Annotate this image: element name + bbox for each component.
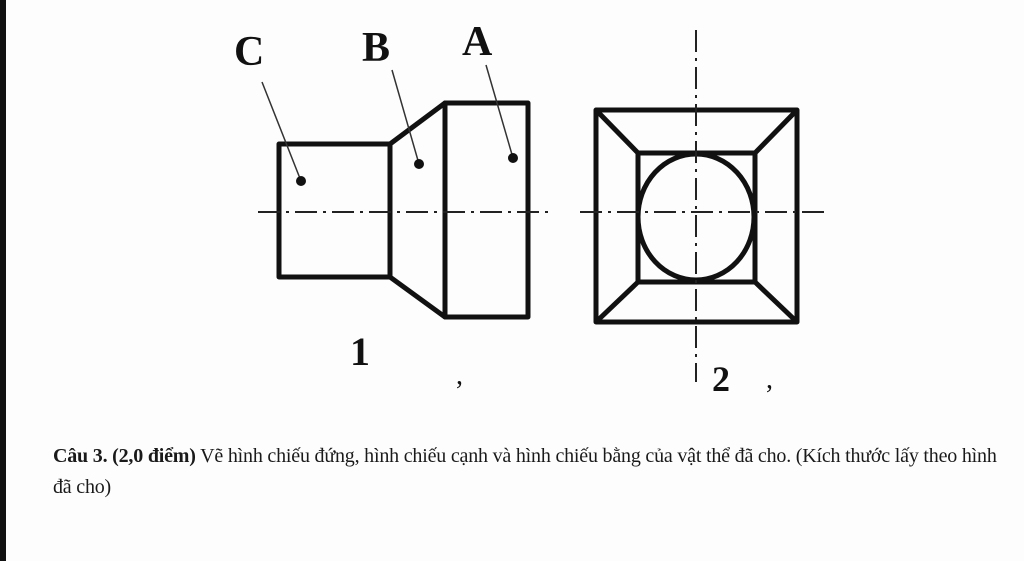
chamfer-edge-br [753, 280, 799, 324]
dot-b [414, 159, 424, 169]
part-c-body [276, 141, 393, 280]
leader-dots [296, 153, 518, 186]
part-label-b: B [362, 25, 391, 71]
stray-mark-1: , [456, 360, 463, 391]
dot-a [508, 153, 518, 163]
leader-c [261, 81, 302, 182]
view-label-1: 1 [350, 329, 370, 374]
leader-b [391, 69, 420, 165]
leaders [261, 64, 514, 182]
chamfer-edge-bl [594, 280, 640, 324]
leader-a [485, 64, 514, 159]
chamfer-edge-tl [594, 108, 640, 155]
part-a-body [442, 100, 531, 320]
chamfer-edge-tr [753, 108, 799, 155]
question-heading: Câu 3. (2,0 điểm) [53, 445, 196, 467]
left-edge-border [0, 0, 6, 561]
question-body: Vẽ hình chiếu đứng, hình chiếu cạnh và h… [53, 445, 997, 498]
stray-mark-2: , [766, 364, 773, 395]
part-label-a: A [462, 19, 493, 65]
part-label-c: C [234, 29, 265, 75]
part-b-chamfer [388, 100, 448, 320]
view-1 [276, 100, 531, 320]
view-label-2: 2 [712, 359, 730, 399]
dot-c [296, 176, 306, 186]
question-text: Câu 3. (2,0 điểm) Vẽ hình chiếu đứng, hì… [53, 441, 1003, 503]
